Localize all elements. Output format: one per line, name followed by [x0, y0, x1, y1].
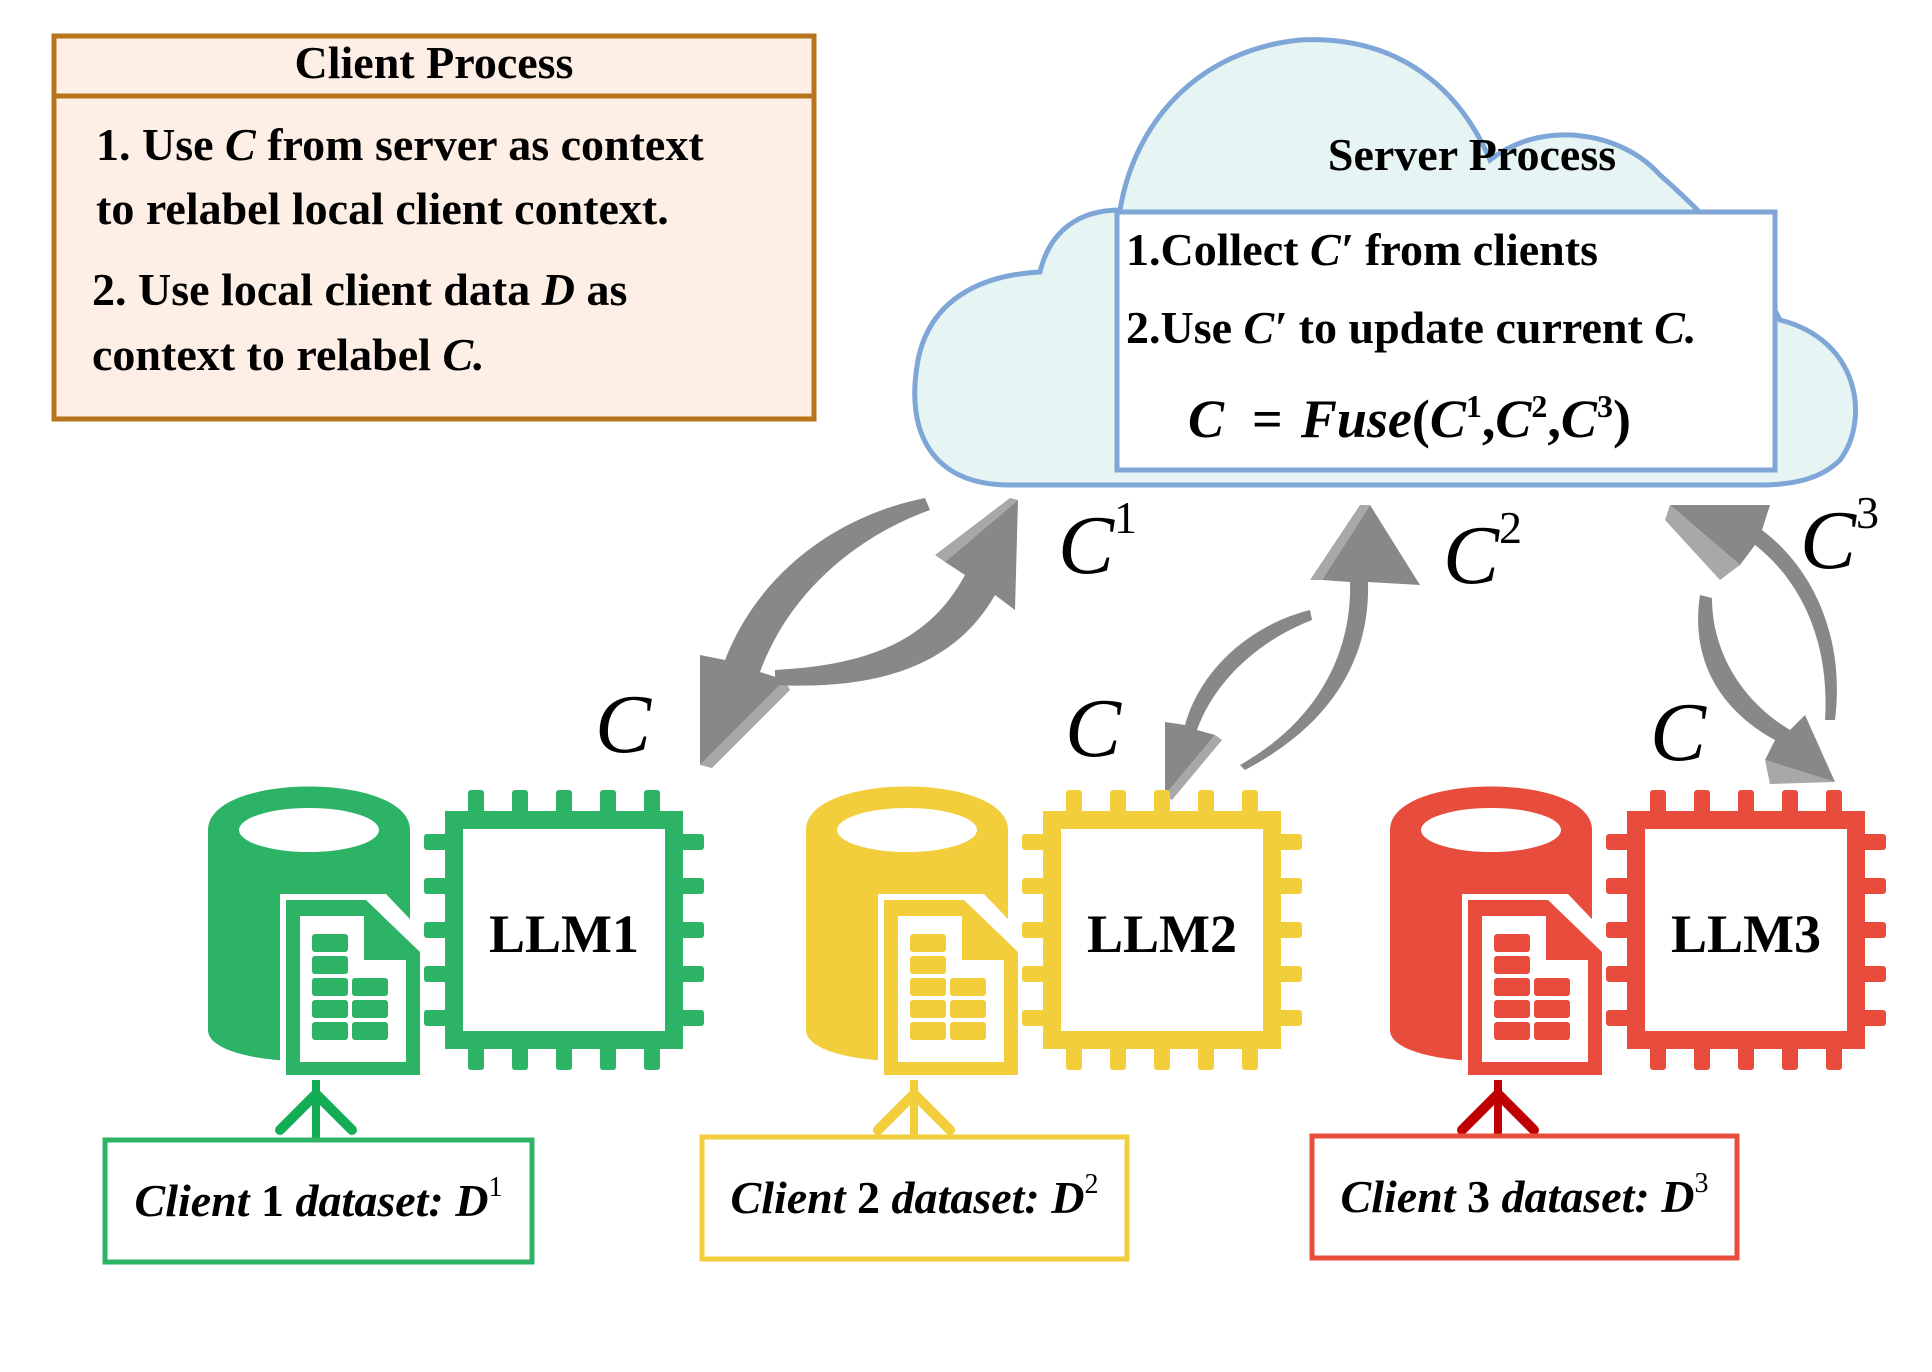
cell	[352, 1000, 388, 1018]
upload-arrow-head	[275, 1086, 357, 1135]
cell	[312, 956, 348, 974]
cell	[1494, 934, 1530, 952]
label-c3: C3	[1800, 487, 1879, 587]
arrow-up-client-2	[1240, 505, 1420, 770]
label-c-client-2: C	[1065, 682, 1122, 775]
client-step-2-line-1: 2. Use local client data D as	[92, 264, 627, 315]
arrow-up-client-1-highlight	[935, 498, 1018, 562]
cell	[910, 1000, 946, 1018]
fuse-formula: C=Fuse(C1,C2,C3)	[1188, 388, 1631, 449]
spreadsheet-document-icon	[286, 900, 420, 1075]
server-step-2: 2.Use C′ to update current C.	[1126, 302, 1696, 353]
upload-arrow-head	[873, 1086, 955, 1135]
cell	[312, 934, 348, 952]
dataset-label-box	[699, 1134, 1130, 1262]
client-process-frame	[51, 33, 817, 422]
llm-chip-icon	[1606, 790, 1886, 1070]
llm-chip-icon	[424, 790, 704, 1070]
llm-chip-icon	[1022, 790, 1302, 1070]
client-step-2-line-2: context to relabel C.	[92, 329, 485, 380]
cell	[1494, 956, 1530, 974]
cell	[950, 1000, 986, 1018]
cell	[910, 1022, 946, 1040]
arrow-down-client-2-highlight	[1165, 735, 1222, 800]
server-step-1: 1.Collect C′ from clients	[1126, 224, 1598, 275]
dataset-label: Client 1 dataset: D1	[135, 1172, 503, 1226]
server-process-title: Server Process	[1328, 129, 1616, 180]
arrow-down-client-3	[1698, 595, 1835, 782]
cell	[1534, 1000, 1570, 1018]
arrow-down-client-1-highlight	[700, 680, 790, 768]
spreadsheet-document-icon	[1468, 900, 1602, 1075]
client-step-1-line-2: to relabel local client context.	[96, 183, 669, 234]
cell	[950, 1022, 986, 1040]
cell	[910, 978, 946, 996]
cell	[1534, 978, 1570, 996]
cell	[1494, 978, 1530, 996]
label-c1: C1	[1058, 492, 1137, 592]
arrow-down-client-1	[700, 498, 930, 765]
upload-arrow-head	[1457, 1086, 1539, 1135]
dataset-label: Client 3 dataset: D3	[1341, 1168, 1709, 1222]
dataset-label: Client 2 dataset: D2	[731, 1169, 1099, 1223]
client-step-1-line-1: 1. Use C from server as context	[96, 119, 704, 170]
arrow-up-client-1	[775, 500, 1018, 686]
exchange-arrows: C1 C2 C3 C C C	[595, 487, 1879, 800]
llm-label: LLM2	[1087, 904, 1237, 964]
label-c-client-3: C	[1650, 686, 1707, 779]
label-c-client-1: C	[595, 678, 652, 771]
dataset-label-box	[1309, 1133, 1740, 1261]
cell	[312, 1000, 348, 1018]
dataset-label-box	[102, 1137, 535, 1265]
arrow-down-client-3-highlight	[1765, 760, 1835, 784]
server-process-cloud: Server Process 1.Collect C′ from clients…	[912, 37, 1859, 488]
server-steps-box	[1114, 209, 1778, 473]
cell	[950, 978, 986, 996]
label-c2: C2	[1443, 502, 1522, 602]
arrow-up-client-2-highlight	[1310, 505, 1370, 580]
cell	[910, 956, 946, 974]
arrow-up-client-3-highlight	[1665, 505, 1740, 580]
llm-label: LLM1	[489, 904, 639, 964]
cell	[352, 978, 388, 996]
cell	[352, 1022, 388, 1040]
arrow-down-client-2	[1165, 610, 1312, 795]
spreadsheet-document-icon	[884, 900, 1018, 1075]
client-process-title: Client Process	[295, 37, 574, 88]
cell	[910, 934, 946, 952]
client-process-box: Client Process 1. Use C from server as c…	[51, 33, 817, 422]
cell	[312, 1022, 348, 1040]
llm-label: LLM3	[1671, 904, 1821, 964]
cell	[1494, 1022, 1530, 1040]
cell	[312, 978, 348, 996]
cell	[1534, 1022, 1570, 1040]
cell	[1494, 1000, 1530, 1018]
